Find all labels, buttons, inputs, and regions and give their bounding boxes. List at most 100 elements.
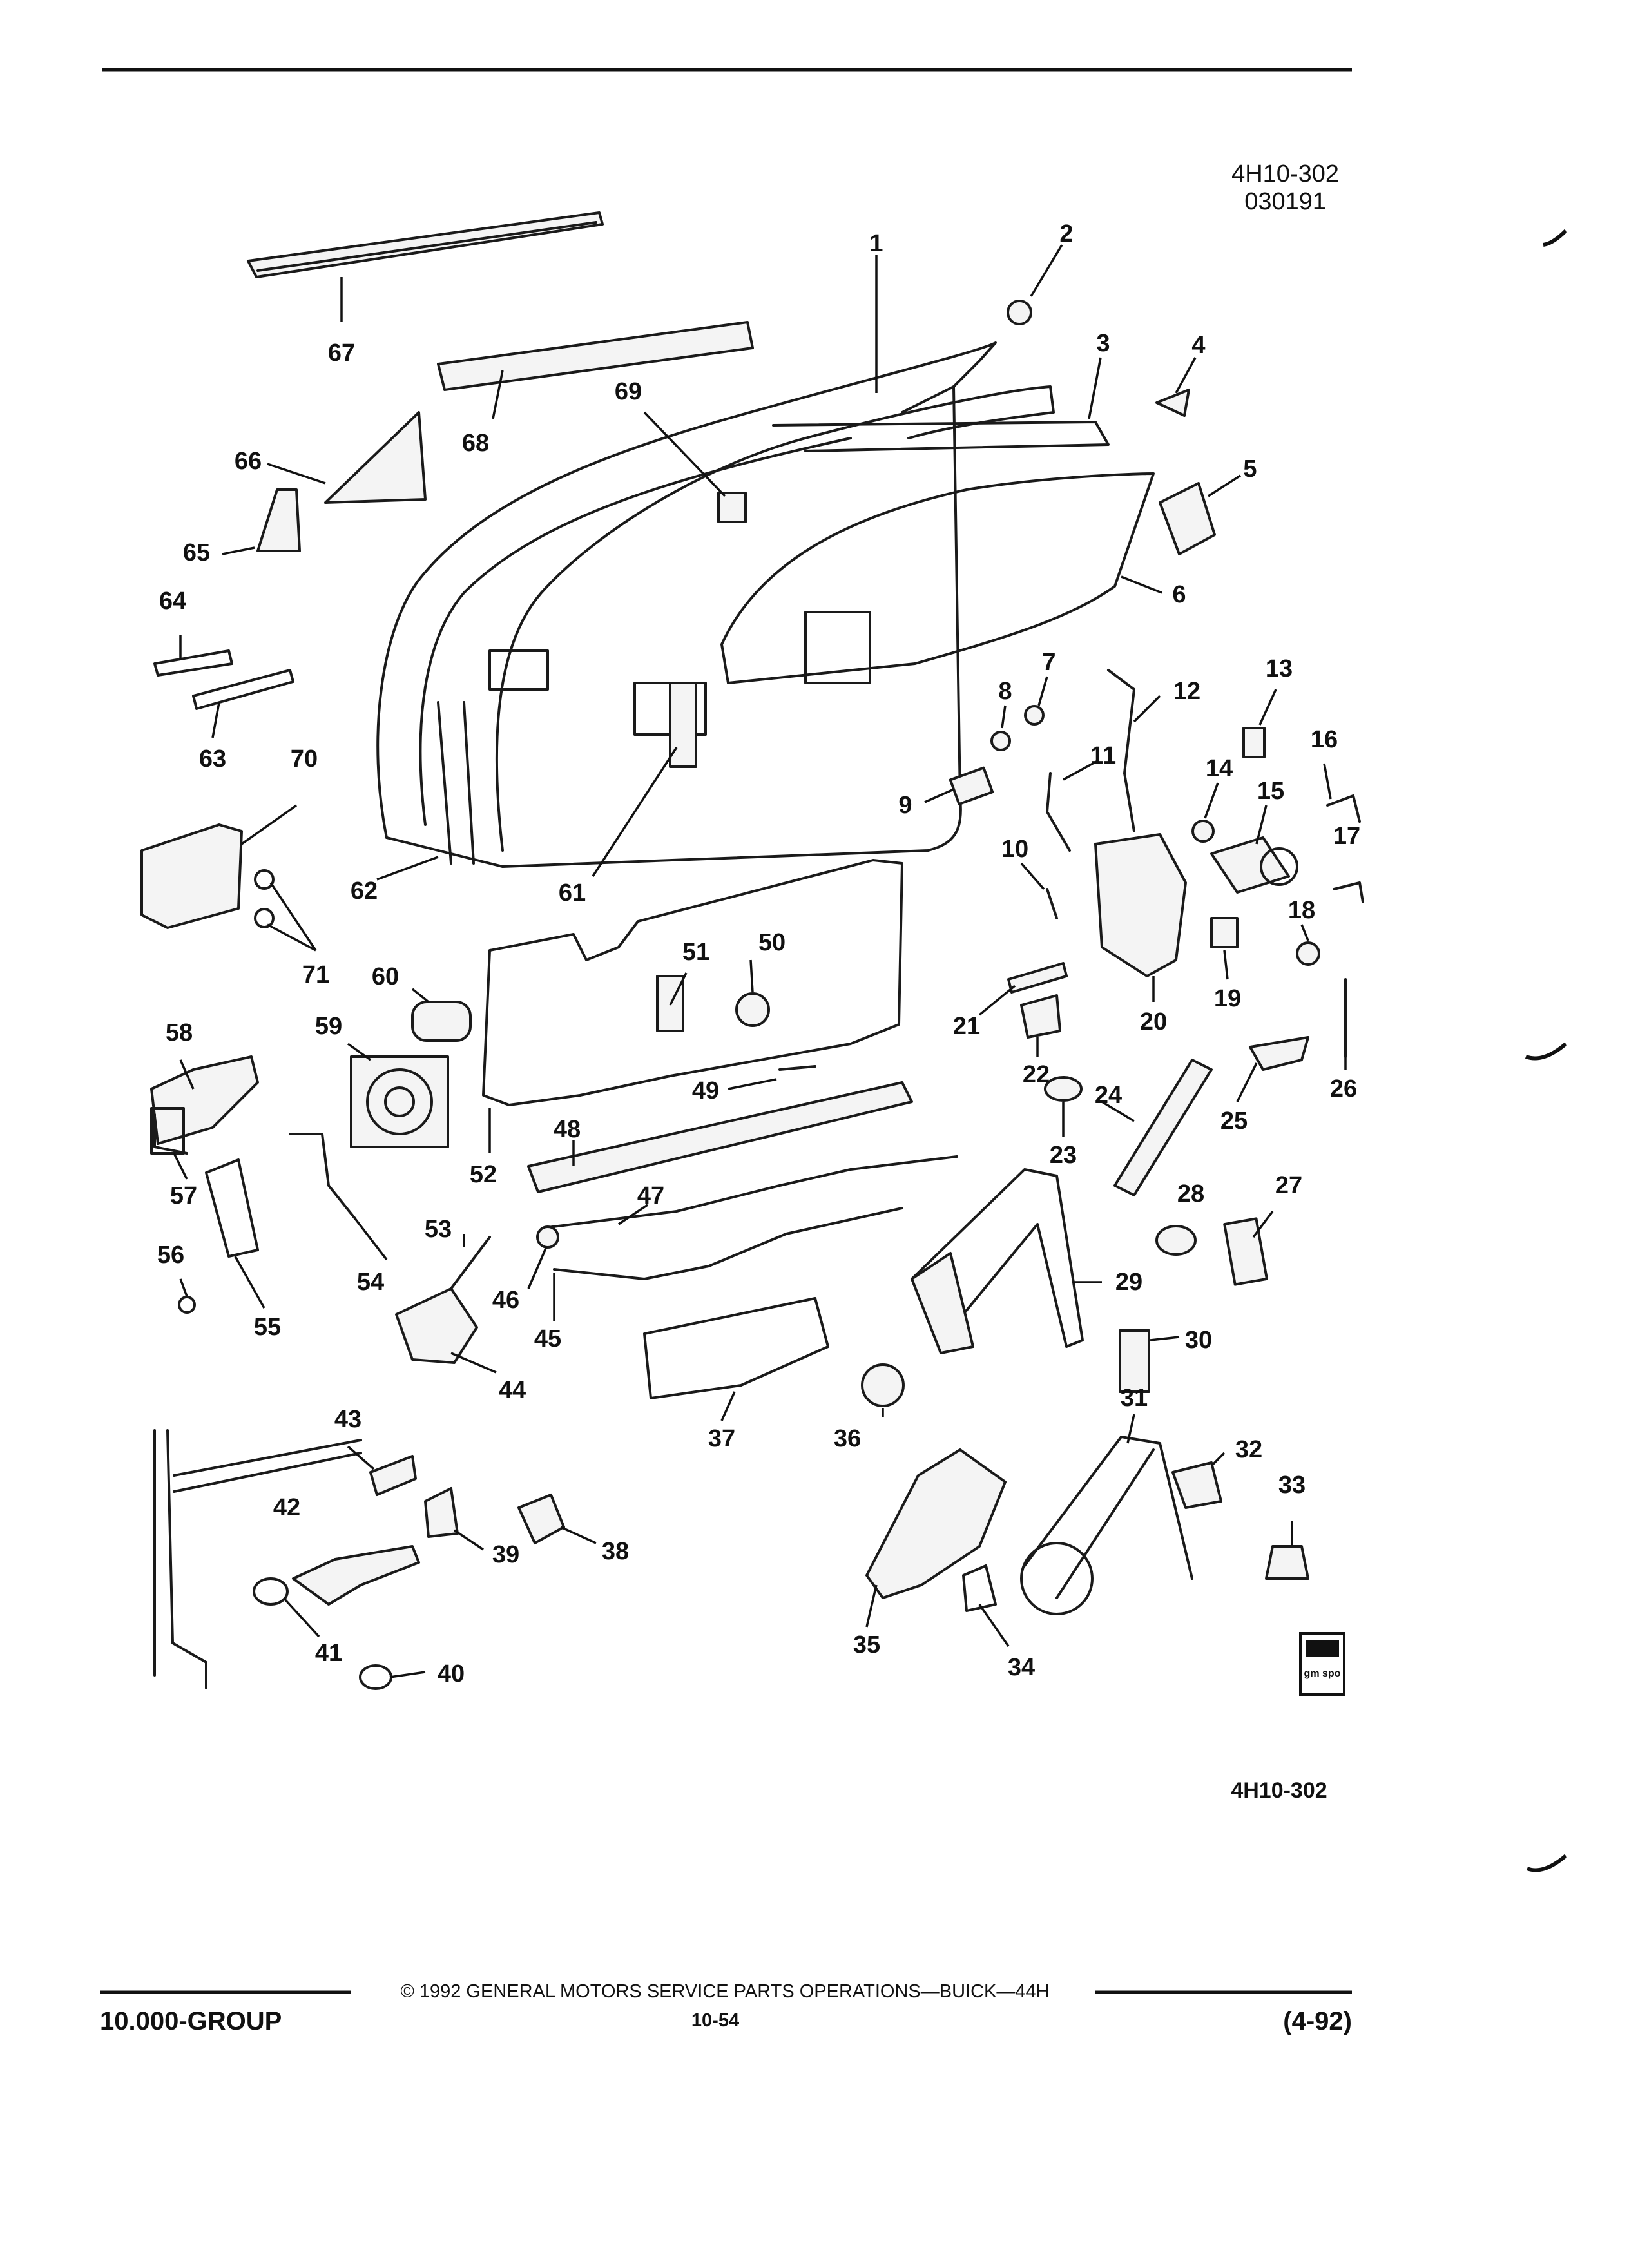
part-69-clip	[717, 492, 747, 523]
part-12-rod	[1107, 669, 1135, 832]
callout-39: 39	[492, 1541, 519, 1568]
part-37-bracket	[643, 1297, 829, 1399]
callout-15: 15	[1257, 778, 1284, 805]
part-6-window-glass	[720, 472, 1155, 684]
callout-68: 68	[462, 430, 489, 457]
callout-40: 40	[438, 1660, 465, 1687]
callout-labels: 1 2 3 4 5 6 7 8 9 10 11 12 13 14 15 16 1…	[157, 220, 1360, 1687]
part-54-link	[289, 1133, 356, 1219]
part-35-motor	[865, 1448, 1007, 1599]
part-4-screw	[1155, 389, 1190, 417]
part-57-handle-housing	[153, 1113, 188, 1155]
part-28-bumper	[1155, 1225, 1197, 1256]
part-39-clip	[424, 1487, 459, 1538]
callout-34: 34	[1008, 1654, 1035, 1681]
callout-3: 3	[1096, 330, 1110, 357]
callout-64: 64	[159, 588, 186, 615]
callout-1: 1	[869, 230, 883, 257]
part-49-screw	[778, 1065, 816, 1071]
part-3-glass-run	[495, 385, 1055, 852]
part-23-grommet	[1044, 1076, 1083, 1102]
callout-14: 14	[1206, 755, 1233, 782]
part-45-rod	[553, 1207, 903, 1280]
footer-page: 10-54	[691, 2010, 739, 2031]
door-edge-outline	[153, 1429, 207, 1689]
part-24-guide	[1113, 1059, 1213, 1196]
header-code: 4H10-302	[1231, 160, 1339, 187]
part-36-gear	[861, 1363, 905, 1407]
part-68-weatherstrip	[437, 321, 754, 391]
callout-61: 61	[559, 879, 586, 907]
part-32-bracket	[1171, 1461, 1222, 1509]
callout-55: 55	[254, 1314, 281, 1341]
part-1-door-frame	[376, 341, 997, 839]
part-7-screw	[1024, 705, 1045, 726]
part-18-clip	[1296, 941, 1320, 966]
leader-lines	[173, 244, 1347, 1678]
gm-spo-logo-text: gm spo	[1304, 1668, 1341, 1679]
part-63-hinge-pin	[192, 669, 294, 710]
callout-37: 37	[708, 1425, 735, 1452]
part-34-clip	[962, 1564, 997, 1612]
callout-70: 70	[291, 745, 318, 773]
part-20-door-latch	[1094, 833, 1187, 977]
part-41-bezel	[253, 1577, 289, 1606]
part-27-plate	[1223, 1217, 1268, 1286]
callout-66: 66	[235, 448, 262, 475]
callout-48: 48	[554, 1116, 581, 1143]
part-44-actuator	[395, 1287, 478, 1364]
part-70-hinge-bracket	[140, 823, 243, 929]
part-19-clip	[1210, 917, 1239, 948]
part-64-hinge-pin	[153, 649, 233, 677]
part-61-channel	[669, 682, 697, 768]
part-67-molding	[247, 211, 604, 278]
part-50-fastener	[735, 992, 770, 1027]
part-17-clip	[1333, 881, 1364, 903]
part-66-mirror-patch	[324, 411, 427, 504]
callout-16: 16	[1311, 726, 1338, 753]
callout-31: 31	[1121, 1385, 1148, 1412]
callout-10: 10	[1001, 836, 1028, 863]
footer-group: 10.000-GROUP	[100, 2007, 282, 2035]
callout-9: 9	[898, 792, 912, 819]
callout-46: 46	[492, 1287, 519, 1314]
callout-43: 43	[334, 1406, 361, 1433]
callout-56: 56	[157, 1242, 184, 1269]
callout-60: 60	[372, 963, 399, 990]
callout-12: 12	[1173, 678, 1200, 705]
callout-7: 7	[1042, 649, 1055, 676]
part-52-trim-panel	[482, 859, 903, 1106]
callout-5: 5	[1243, 456, 1257, 483]
part-42-handle	[292, 1545, 420, 1606]
part-21-clip	[1007, 962, 1068, 994]
callout-58: 58	[166, 1019, 193, 1046]
callout-59: 59	[315, 1013, 342, 1040]
callout-27: 27	[1275, 1172, 1302, 1199]
callout-32: 32	[1235, 1436, 1262, 1463]
callout-8: 8	[998, 678, 1012, 705]
callout-54: 54	[357, 1269, 384, 1296]
part-2-screw	[1007, 300, 1032, 325]
callout-69: 69	[615, 378, 642, 405]
callout-49: 49	[692, 1077, 719, 1104]
callout-52: 52	[470, 1161, 497, 1188]
part-38-knob	[517, 1494, 565, 1544]
part-48-trim-strip	[527, 1081, 913, 1193]
callout-51: 51	[682, 939, 709, 966]
part-62-channel	[437, 701, 475, 865]
part-10-spring	[1046, 888, 1058, 919]
part-53-actuator-rod	[450, 1236, 491, 1290]
part-30-channel	[1119, 1329, 1150, 1393]
page-edge-mark-1	[1543, 229, 1568, 247]
callout-57: 57	[170, 1182, 197, 1209]
part-40-ring	[359, 1664, 392, 1690]
part-46-clip	[536, 1225, 559, 1249]
callout-25: 25	[1220, 1108, 1248, 1135]
callout-26: 26	[1330, 1075, 1357, 1102]
part-22-bumper	[1020, 994, 1061, 1039]
callout-28: 28	[1177, 1180, 1204, 1207]
part-9-clip	[949, 766, 994, 806]
callout-65: 65	[183, 539, 210, 566]
part-43-retainer	[369, 1455, 417, 1496]
callout-17: 17	[1333, 823, 1360, 850]
